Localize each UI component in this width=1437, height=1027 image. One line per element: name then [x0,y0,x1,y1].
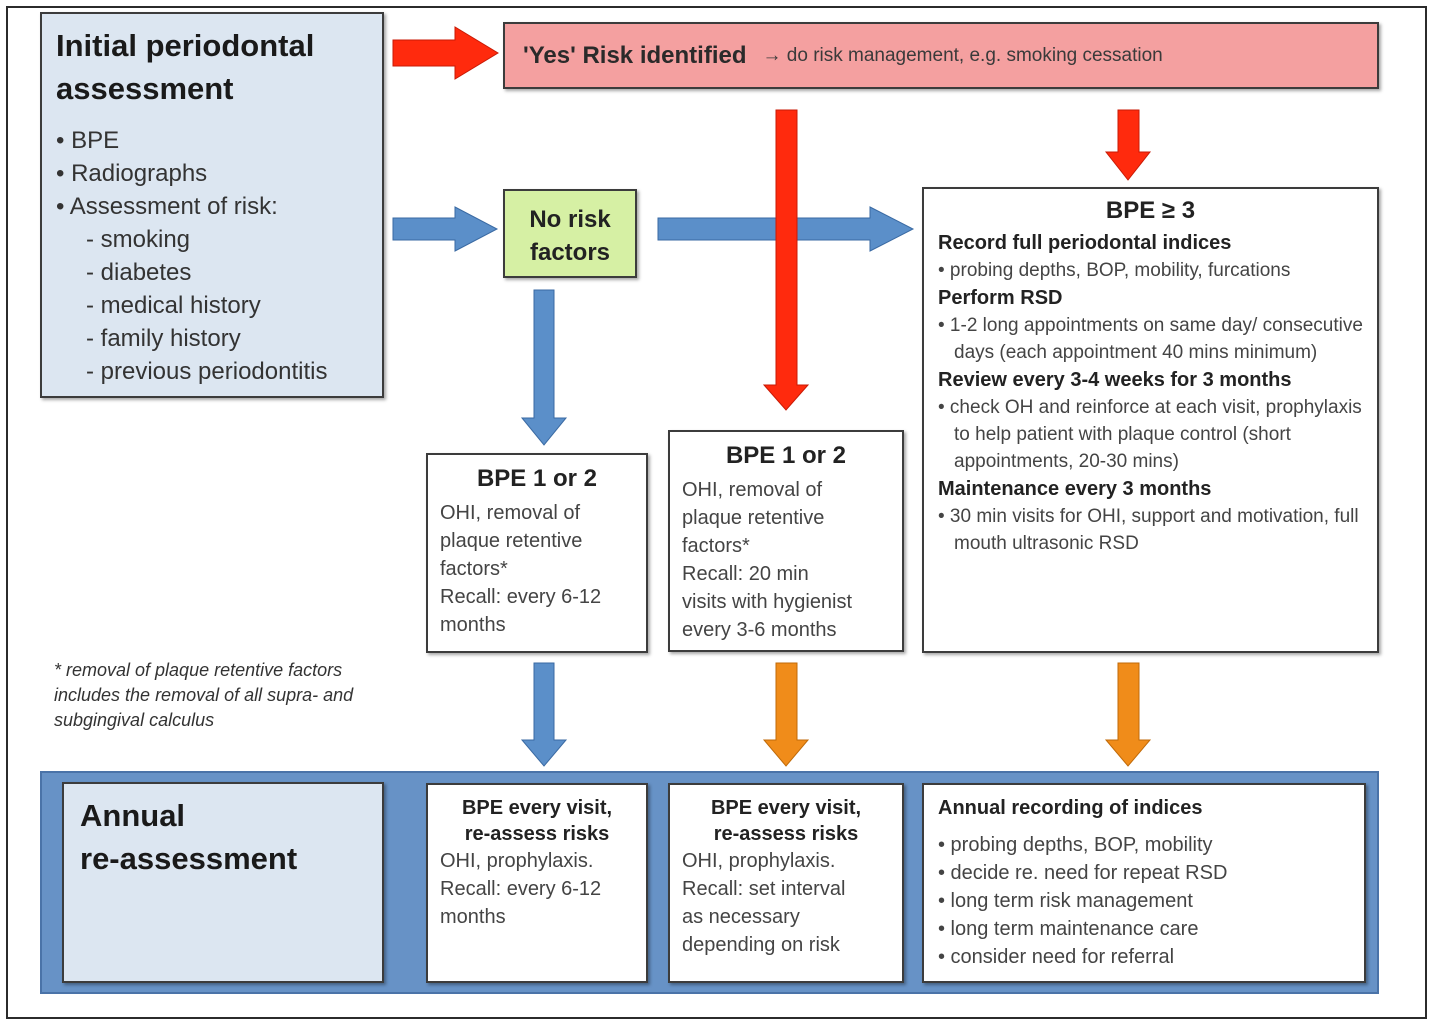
list-item: - previous periodontitis [86,358,328,385]
orange-arrow-down-right [1104,662,1152,767]
list-item: • check OH and reinforce at each visit, … [938,397,1362,472]
section-heading: Review every 3-4 weeks for 3 months [938,369,1292,391]
list-item: • probing depths, BOP, mobility [938,834,1213,856]
section-heading: Record full periodontal indices [938,232,1232,254]
blue-arrow-down-to-bpe12 [520,289,568,446]
list-item: • probing depths, BOP, mobility, furcati… [938,260,1291,281]
box-title: BPE 1 or 2 [725,442,847,469]
list-item: • long term maintenance care [938,918,1199,940]
risk-identified-label: 'Yes' Risk identified [523,41,747,69]
list-item: • 1-2 long appointments on same day/ con… [938,315,1363,363]
section-heading: Perform RSD [938,287,1063,309]
list-item: • Assessment of risk: [56,193,278,220]
bpe-3-plus-box: BPE ≥ 3 Record full periodontal indices … [922,187,1379,653]
bpe-1-2-risk-box: BPE 1 or 2 OHI, removal of plaque retent… [668,430,904,652]
section-heading: Maintenance every 3 months [938,478,1212,500]
blue-arrow-to-no-risk [392,206,499,252]
red-arrow-down-middle [762,109,810,411]
annual-box-no-risk: BPE every visit, re-assess risks OHI, pr… [426,783,648,983]
risk-management-text: → do risk management, e.g. smoking cessa… [762,44,1163,66]
bpe-1-2-no-risk-box: BPE 1 or 2 OHI, removal of plaque retent… [426,453,648,653]
orange-arrow-down-middle [762,662,810,767]
no-risk-factors-box: No risk factors [503,189,637,278]
box-title: BPE every visit, re-assess risks [710,797,862,845]
blue-arrow-down-to-annual [520,662,568,767]
annual-reassessment-label-box: Annual re-assessment [62,782,384,983]
annual-box-bpe3: Annual recording of indices • probing de… [922,783,1366,983]
box-title: BPE 1 or 2 [476,465,598,492]
annual-box-risk: BPE every visit, re-assess risks OHI, pr… [668,783,904,983]
initial-assessment-title: Initial periodontal assessment [56,28,315,106]
box-title: BPE every visit, re-assess risks [461,797,613,845]
list-item: • decide re. need for repeat RSD [938,862,1228,884]
annual-reassessment-title: Annual re-assessment [80,798,298,876]
list-item: • Radiographs [56,160,208,187]
list-item: - smoking [86,226,191,253]
risk-identified-box: 'Yes' Risk identified → do risk manageme… [503,22,1379,89]
box-title: Annual recording of indices [938,797,1203,819]
box-title: BPE ≥ 3 [1105,197,1196,224]
initial-assessment-box: Initial periodontal assessment • BPE • R… [40,12,384,398]
list-item: • 30 min visits for OHI, support and mot… [938,506,1359,554]
list-item: - family history [86,325,241,352]
list-item: • long term risk management [938,890,1193,912]
red-arrow-down-right [1104,109,1152,181]
list-item: - diabetes [86,259,192,286]
red-arrow-to-risk [392,26,499,80]
list-item: - medical history [86,292,261,319]
footnote: * removal of plaque retentive factors in… [54,660,354,730]
list-item: • consider need for referral [938,946,1175,968]
initial-assessment-list: • BPE • Radiographs • Assessment of risk… [56,124,368,388]
list-item: • BPE [56,127,120,154]
outer-frame [6,6,1427,1019]
